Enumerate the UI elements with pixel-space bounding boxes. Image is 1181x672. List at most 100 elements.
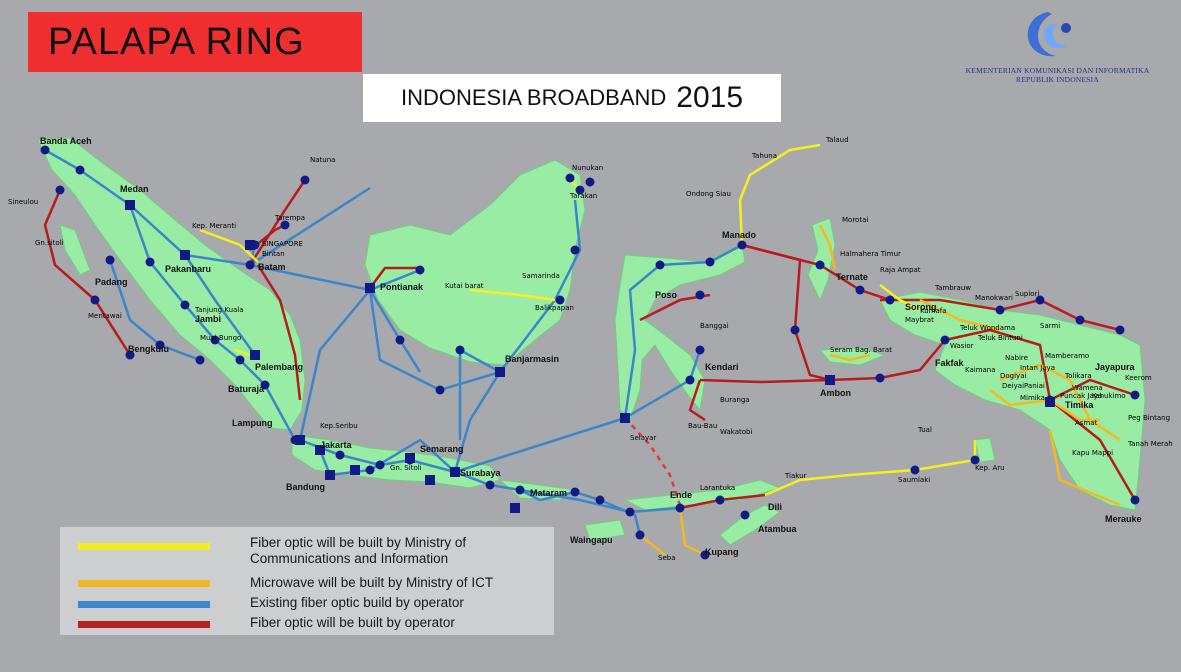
network-node bbox=[855, 285, 865, 295]
label-kep-aru: Kep. Aru bbox=[975, 464, 1005, 472]
label-deiyai: Deiyai bbox=[1002, 382, 1024, 390]
network-node bbox=[715, 495, 725, 505]
label-tarakan: Tarakan bbox=[569, 192, 597, 200]
legend-text: Existing fiber optic build by operator bbox=[250, 595, 464, 610]
label-mimika: Mimika bbox=[1020, 394, 1045, 402]
label-wasior: Wasior bbox=[950, 342, 974, 350]
label-kaimana: Kaimana bbox=[965, 366, 996, 374]
network-hub bbox=[295, 435, 305, 445]
red-dashed-route bbox=[624, 417, 682, 506]
label-boven: Peg Bintang bbox=[1128, 414, 1170, 422]
network-hub bbox=[315, 445, 325, 455]
ministry-line-2: REPUBLIK INDONESIA bbox=[1016, 75, 1099, 84]
label-tanah-merah: Tanah Merah bbox=[1127, 440, 1173, 448]
network-node bbox=[737, 240, 747, 250]
label-sorong-sel: Tambrauw bbox=[934, 284, 971, 292]
network-node bbox=[245, 260, 255, 270]
label-kupang: Kupang bbox=[705, 547, 739, 557]
label-intan-jaya: Intan Jaya bbox=[1020, 364, 1055, 372]
label-teluk-bintuni: Teluk Bintuni bbox=[977, 334, 1023, 342]
ministry-logo-icon bbox=[1027, 12, 1071, 57]
network-hub bbox=[325, 470, 335, 480]
network-node bbox=[1130, 495, 1140, 505]
red-routes bbox=[43, 179, 1137, 510]
label-paniai: Paniai bbox=[1024, 382, 1045, 390]
label-ende: Ende bbox=[670, 490, 692, 500]
label-ondong: Ondong Siau bbox=[686, 190, 731, 198]
sulawesi-island bbox=[614, 244, 746, 421]
network-node bbox=[970, 455, 980, 465]
network-node bbox=[1130, 390, 1140, 400]
network-node bbox=[685, 375, 695, 385]
network-hub bbox=[495, 367, 505, 377]
ministry-line-1: KEMENTERIAN KOMUNIKASI DAN INFORMATIKA bbox=[965, 66, 1150, 75]
network-node bbox=[790, 325, 800, 335]
label-kendari: Kendari bbox=[705, 362, 739, 372]
network-node bbox=[435, 385, 445, 395]
network-node bbox=[575, 185, 585, 195]
aru-island bbox=[974, 437, 996, 463]
subtitle-year: 2015 bbox=[676, 81, 744, 114]
network-node bbox=[910, 465, 920, 475]
city-labels: Banda Aceh Medan Padang Pakanbaru Batam … bbox=[40, 136, 1142, 557]
network-node bbox=[815, 260, 825, 270]
label-kep-meranti: Kep. Meranti bbox=[192, 222, 236, 230]
label-tual: Tual bbox=[917, 426, 932, 434]
network-node bbox=[940, 335, 950, 345]
label-baturaja: Baturaja bbox=[228, 384, 265, 394]
legend-text: Fiber optic will be built by Ministry of… bbox=[250, 535, 467, 566]
network-hub bbox=[350, 465, 360, 475]
label-mamberamo: Mamberamo bbox=[1045, 352, 1089, 360]
label-ternate: Ternate bbox=[836, 272, 868, 282]
legend-text: Microwave will be built by Ministry of I… bbox=[250, 575, 494, 590]
network-node bbox=[585, 177, 595, 187]
legend-swatch-orange bbox=[78, 580, 210, 587]
network-node bbox=[105, 255, 115, 265]
small-labels: Natuna Tarempa Kep. Meranti SINGAPORE Bi… bbox=[8, 136, 1173, 562]
network-hub bbox=[180, 250, 190, 260]
label-jayapura: Jayapura bbox=[1095, 362, 1136, 372]
label-tarempa: Tarempa bbox=[274, 214, 305, 222]
label-timika: Timika bbox=[1065, 400, 1094, 410]
network-node bbox=[635, 530, 645, 540]
network-node bbox=[595, 495, 605, 505]
label-bengkulu: Bengkulu bbox=[128, 344, 169, 354]
subtitle-box: INDONESIA BROADBAND 2015 bbox=[363, 74, 781, 122]
legend-swatch-yellow bbox=[78, 543, 210, 550]
label-lampung: Lampung bbox=[232, 418, 273, 428]
label-asmat: Asmat bbox=[1075, 419, 1098, 427]
halmahera-island bbox=[807, 217, 836, 302]
label-palembang: Palembang bbox=[255, 362, 303, 372]
label-selayar: Selayar bbox=[630, 434, 656, 442]
network-hub bbox=[245, 240, 255, 250]
label-buranga: Buranga bbox=[720, 396, 750, 404]
label-yahukimo: Yahukimo bbox=[1091, 392, 1126, 400]
label-nunukan: Nunukan bbox=[572, 164, 603, 172]
network-node bbox=[415, 265, 425, 275]
label-talaud: Talaud bbox=[825, 136, 849, 144]
label-teluk-wondama: Teluk Wondama bbox=[959, 324, 1015, 332]
label-raja-ampat: Raja Ampat bbox=[880, 266, 921, 274]
label-tahuna: Tahuna bbox=[751, 152, 777, 160]
network-node bbox=[705, 257, 715, 267]
network-node bbox=[195, 355, 205, 365]
label-semarang: Semarang bbox=[420, 444, 464, 454]
network-hub bbox=[250, 350, 260, 360]
network-node bbox=[75, 165, 85, 175]
label-morotai: Morotai bbox=[842, 216, 868, 224]
label-wakatobi: Wakatobi bbox=[720, 428, 752, 436]
network-hub bbox=[365, 283, 375, 293]
network-hub bbox=[405, 453, 415, 463]
label-halmahera: Halmahera Timur bbox=[840, 250, 901, 258]
network-node bbox=[485, 480, 495, 490]
label-nabire: Nabire bbox=[1005, 354, 1028, 362]
label-medan: Medan bbox=[120, 184, 149, 194]
label-merauke: Merauke bbox=[1105, 514, 1142, 524]
label-kutai: Kutai barat bbox=[445, 282, 484, 290]
network-hub bbox=[125, 200, 135, 210]
network-hub bbox=[450, 467, 460, 477]
label-wamena: Wamena bbox=[1072, 384, 1103, 392]
network-node bbox=[180, 300, 190, 310]
